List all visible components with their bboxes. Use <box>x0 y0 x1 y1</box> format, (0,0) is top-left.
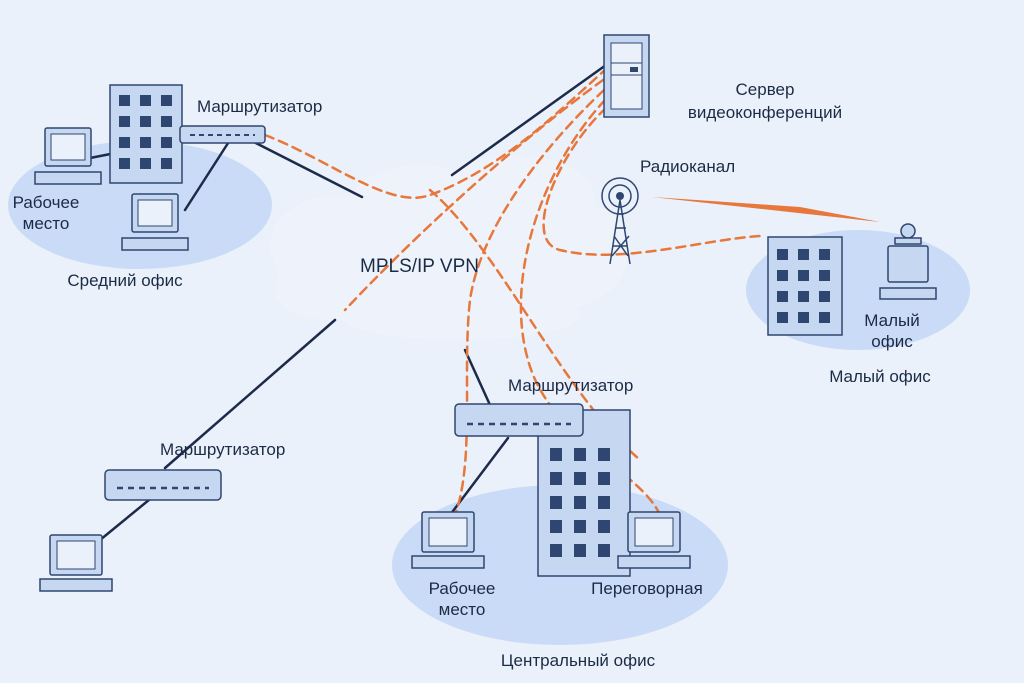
meeting-room-label: Переговорная <box>591 579 703 598</box>
desktop-computer-icon[interactable] <box>121 193 189 251</box>
network-switch-icon[interactable] <box>179 125 266 144</box>
small-ws-label-line1: Малый <box>864 311 919 330</box>
video-terminal-icon[interactable] <box>879 223 937 300</box>
building-central-office <box>537 409 631 577</box>
central-ws-label-line1: Рабочее <box>429 579 496 598</box>
small-office-label: Малый офис <box>829 367 931 386</box>
mid-ws-label-line1: Рабочее <box>13 193 80 212</box>
network-switch-icon[interactable] <box>454 403 584 437</box>
desktop-computer-icon[interactable] <box>34 127 102 185</box>
network-switch-icon[interactable] <box>104 469 222 501</box>
mid-ws-label-line2: место <box>23 214 70 233</box>
radio-tower-icon[interactable] <box>601 177 639 265</box>
cloud-label: MPLS/IP VPN <box>360 256 479 277</box>
mid-office-label: Средний офис <box>67 271 183 290</box>
mpls-cloud <box>270 155 630 340</box>
building-mid-office <box>109 84 183 184</box>
dashed-links <box>263 68 762 517</box>
radio-label: Радиоканал <box>640 157 735 176</box>
radio-beam <box>652 197 880 222</box>
central-office-label: Центральный офис <box>501 651 656 670</box>
building-small-office <box>767 236 843 336</box>
router-left-label: Маршрутизатор <box>160 440 285 459</box>
server-label-line2: видеоконференций <box>688 103 842 122</box>
central-ws-label-line2: место <box>439 600 486 619</box>
server-label-line1: Сервер <box>736 80 795 99</box>
small-ws-label-line2: офис <box>871 332 913 351</box>
router-central-label: Маршрутизатор <box>508 376 633 395</box>
router-mid-label: Маршрутизатор <box>197 97 322 116</box>
server-tower-icon[interactable] <box>603 34 650 118</box>
desktop-computer-icon[interactable] <box>39 534 113 592</box>
desktop-computer-icon[interactable] <box>411 511 485 569</box>
desktop-computer-icon[interactable] <box>617 511 691 569</box>
